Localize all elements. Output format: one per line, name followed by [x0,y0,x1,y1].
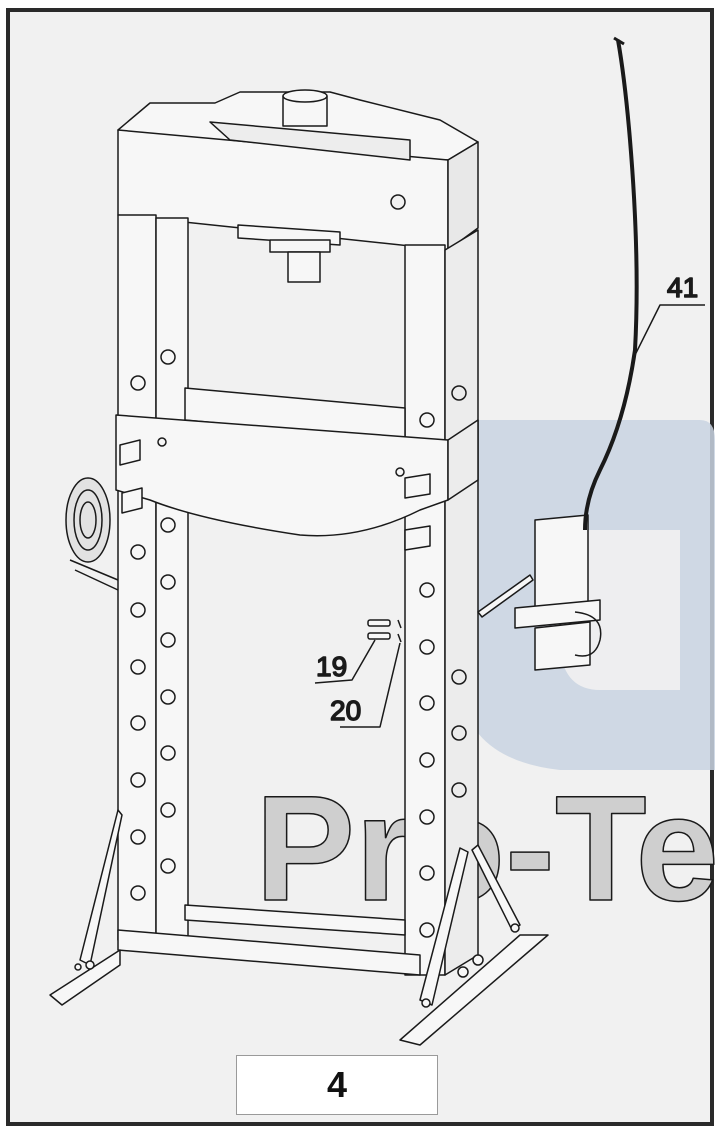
callouts [314,304,705,728]
pins [367,619,402,643]
callout-20: 20 [330,695,361,726]
callout-19: 19 [316,651,347,682]
right-column [404,229,479,976]
base [117,904,421,976]
callout-41: 41 [667,272,698,303]
figure-number-label: 4 [236,1055,438,1115]
top-crossbeam [117,89,479,251]
air-hydraulic-pump [477,514,602,671]
air-hose [583,39,639,531]
beam-hole [390,194,406,210]
work-table [115,387,479,551]
watermark-text: Pro-Te [255,764,719,932]
left-column-holes [130,349,176,901]
right-column-holes [419,385,467,938]
left-column [117,214,189,941]
left-foot [49,809,123,1006]
ram [237,224,341,283]
hose-reel [65,477,119,591]
right-foot [399,844,549,1046]
